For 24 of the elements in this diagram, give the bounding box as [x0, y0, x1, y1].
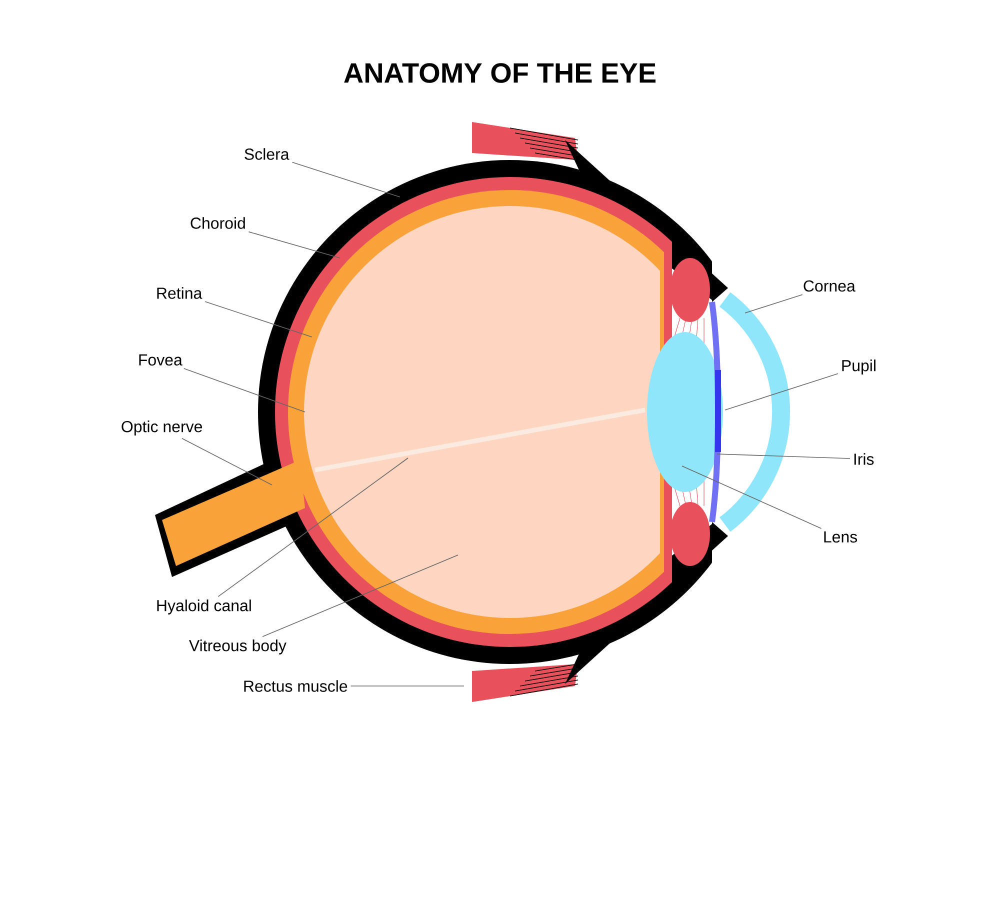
- leader-line: [248, 231, 340, 258]
- leader-line: [724, 373, 838, 410]
- part-label: Retina: [157, 287, 202, 299]
- part-label: Hyaloid canal: [157, 600, 251, 614]
- part-label: Rectus muscle: [244, 680, 348, 692]
- leader-line: [218, 458, 408, 597]
- part-label: Vitreous body: [189, 640, 286, 654]
- leader-line: [716, 454, 850, 459]
- leader-line: [204, 301, 312, 338]
- leader-line: [182, 438, 272, 486]
- leader-line: [744, 294, 803, 314]
- title: ANATOMY OF THE EYE: [344, 63, 656, 83]
- part-label: Optic nerve: [122, 420, 202, 436]
- part-label: Sclera: [244, 148, 290, 160]
- part-label: Lens: [824, 531, 858, 543]
- leader-line: [682, 466, 822, 529]
- part-label: Fovea: [139, 354, 182, 366]
- leader-line: [262, 554, 458, 637]
- part-label: Cornea: [804, 280, 856, 292]
- part-label: Iris: [854, 453, 874, 465]
- leader-line: [183, 368, 306, 412]
- part-label: Choroid: [190, 217, 245, 229]
- leader-line: [292, 162, 400, 198]
- part-label: Pupil: [842, 360, 876, 374]
